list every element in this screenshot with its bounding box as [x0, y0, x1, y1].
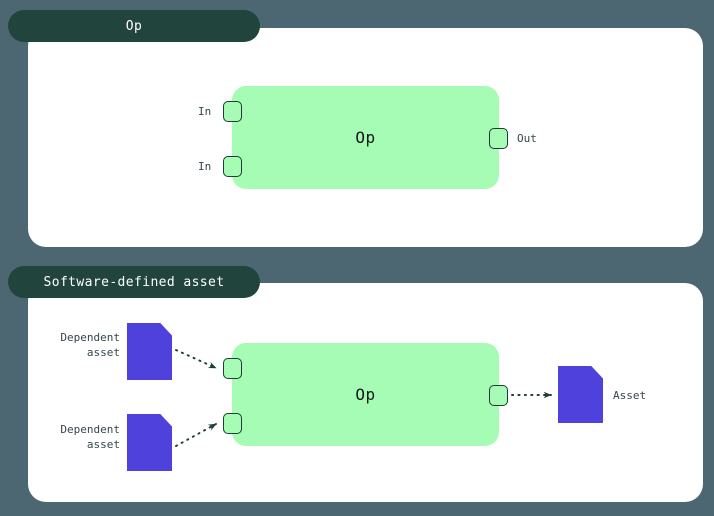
op-node-label: Op [355, 127, 376, 147]
dependent-asset-label-1: Dependent asset [60, 331, 120, 359]
port-in-2[interactable] [223, 156, 242, 177]
op-node-top[interactable]: Op [232, 86, 499, 189]
port-in-4[interactable] [223, 413, 242, 434]
op-node-label-bottom: Op [355, 384, 376, 404]
asset-label-output: Asset [613, 389, 647, 402]
port-in-1-label: In [198, 105, 212, 118]
port-out-2[interactable] [489, 385, 508, 406]
dependent-asset-label-2: Dependent asset [60, 423, 120, 451]
dependent-asset-icon-2[interactable] [127, 414, 172, 471]
port-out-1-label: Out [517, 132, 537, 145]
dependent-asset-icon-1[interactable] [127, 323, 172, 380]
asset-icon-output[interactable] [558, 366, 603, 423]
port-in-1[interactable] [223, 101, 242, 122]
op-node-bottom[interactable]: Op [232, 343, 499, 446]
port-in-3[interactable] [223, 358, 242, 379]
port-in-2-label: In [198, 160, 212, 173]
tab-op[interactable]: Op [8, 10, 260, 42]
port-out-1[interactable] [489, 128, 508, 149]
tab-software-defined-asset[interactable]: Software-defined asset [8, 266, 260, 298]
